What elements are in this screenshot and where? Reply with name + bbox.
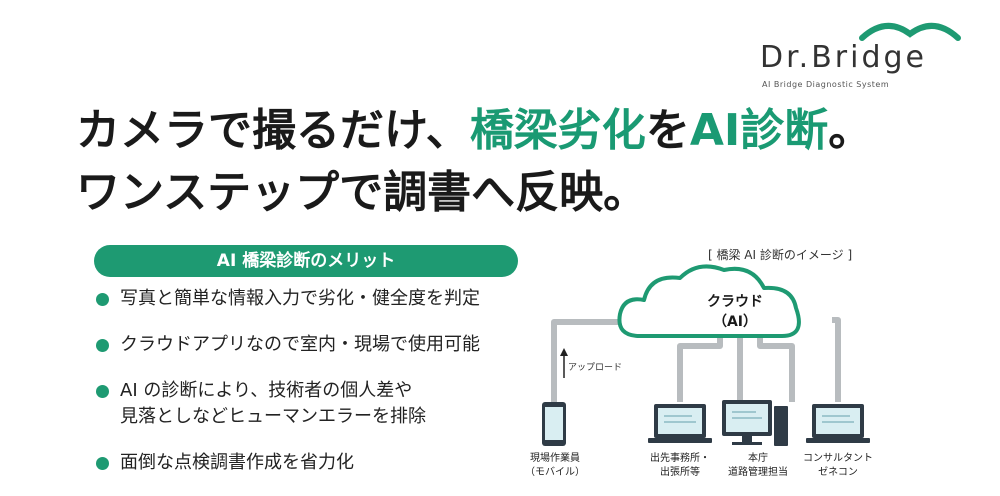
device-label-consultant: コンサルタント ゼネコン — [803, 453, 873, 478]
desktop-computer-icon — [722, 400, 788, 446]
merits-list: 写真と簡単な情報入力で劣化・健全度を判定 クラウドアプリなので室内・現場で使用可… — [96, 286, 536, 496]
list-item: 面倒な点検調書作成を省力化 — [96, 450, 536, 476]
bullet-dot-icon — [96, 339, 109, 352]
smartphone-icon — [542, 402, 566, 446]
device-label-field-worker: 現場作業員 （モバイル） — [525, 453, 585, 478]
diagram-graphic — [542, 264, 870, 446]
headline-line-1: カメラで撮るだけ、橋梁劣化をAI診断。 — [76, 105, 873, 156]
logo-tagline: AI Bridge Diagnostic System — [762, 80, 890, 89]
cloud-label: クラウド （AI） — [707, 294, 763, 330]
list-item: 写真と簡単な情報入力で劣化・健全度を判定 — [96, 286, 536, 312]
list-item: AI の診断により、技術者の個人差や見落としなどヒューマンエラーを排除 — [96, 378, 536, 430]
headline-highlight: 橋梁劣化 — [469, 105, 646, 156]
cloud-icon — [617, 264, 801, 338]
bullet-dot-icon — [96, 293, 109, 306]
merits-title: AI 橋梁診断のメリット — [94, 245, 518, 277]
logo: Dr.Bridge AI Bridge Diagnostic System — [740, 14, 990, 94]
bullet-dot-icon — [96, 457, 109, 470]
device-label-head-office: 本庁 道路管理担当 — [728, 453, 788, 478]
headline: カメラで撮るだけ、橋梁劣化をAI診断。 ワンステップで調書へ反映。 — [76, 100, 872, 224]
device-label-branch-office: 出先事務所・ 出張所等 — [650, 453, 710, 478]
logo-name: Dr.Bridge — [760, 40, 928, 75]
system-diagram: [ 橋梁 AI 診断のイメージ ] クラウド （AI） アップロード 現場作業員… — [520, 240, 990, 496]
headline-highlight: AI診断 — [689, 105, 829, 156]
diagram-caption: [ 橋梁 AI 診断のイメージ ] — [708, 248, 853, 262]
bridge-arch-icon — [859, 23, 961, 41]
laptop-icon — [648, 404, 712, 443]
upload-label: アップロード — [568, 363, 623, 373]
headline-line-2: ワンステップで調書へ反映。 — [76, 167, 648, 218]
laptop-icon — [806, 404, 870, 443]
upload-arrow-icon — [560, 348, 568, 378]
bullet-dot-icon — [96, 385, 109, 398]
list-item: クラウドアプリなので室内・現場で使用可能 — [96, 332, 536, 358]
